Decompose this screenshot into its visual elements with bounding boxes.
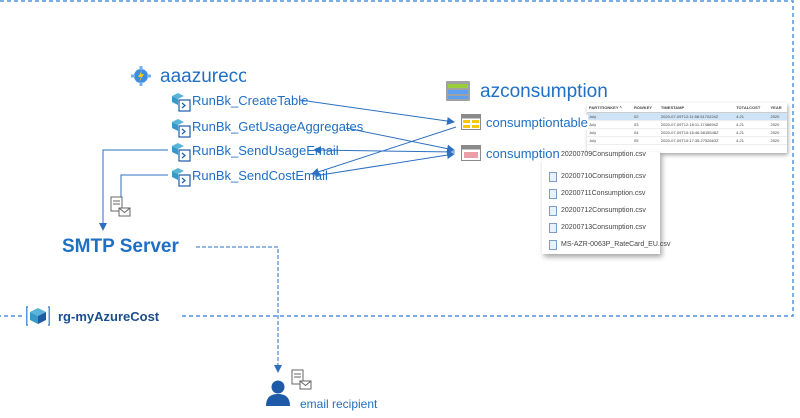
file-icon	[549, 222, 557, 233]
blob-file-list: 20200709Consumption.csv 20200710Consumpt…	[542, 149, 670, 254]
wire-getusage-to-container	[345, 127, 455, 153]
email-icon	[291, 369, 313, 396]
list-item[interactable]: 20200712Consumption.csv	[542, 202, 660, 219]
file-icon	[549, 239, 557, 250]
email-icon	[110, 196, 132, 223]
table-preview: PARTITIONKEY ^ ROWKEY TIMESTAMP TOTALCOS…	[587, 103, 787, 153]
smtp-server-label: SMTP Server	[62, 236, 179, 257]
storage-account-name: azconsumption	[480, 81, 608, 102]
runbook-get-usage-aggregates[interactable]: RunBk_GetUsageAggregates	[192, 119, 364, 134]
list-item[interactable]: 20200713Consumption.csv	[542, 219, 660, 236]
resource-group-label: rg-myAzureCost	[58, 309, 160, 324]
resource-group-boundary	[0, 0, 794, 317]
runbook-send-usage-email[interactable]: RunBk_SendUsageEmail	[192, 143, 339, 158]
list-item[interactable]: MS-AZR-0063P_RateCard_EU.csv	[542, 236, 670, 253]
table-header: PARTITIONKEY ^	[587, 103, 633, 113]
wire-container-to-sendusage	[313, 146, 456, 155]
wire-sendcost-to-smtp	[120, 174, 168, 199]
storage-container-label[interactable]: consumption	[486, 146, 560, 161]
automation-account-icon	[131, 66, 151, 91]
resource-group-icon	[26, 305, 50, 332]
table-header: ROWKEY	[632, 103, 659, 113]
table-header: TOTALCOST	[734, 103, 769, 113]
list-item[interactable]: 20200711Consumption.csv	[542, 185, 660, 202]
runbook-icon	[170, 118, 192, 143]
wire-table-to-sendcost	[311, 126, 457, 176]
file-icon	[549, 205, 557, 216]
list-item[interactable]: 20200710Consumption.csv	[542, 168, 660, 185]
runbook-icon	[170, 167, 192, 192]
runbook-icon	[170, 142, 192, 167]
table-header: YEAR	[768, 103, 787, 113]
storage-table-label[interactable]: consumptiontable	[486, 115, 588, 130]
user-icon	[265, 379, 291, 412]
blob-container-icon	[461, 145, 481, 166]
email-recipient-label: email recipient	[300, 397, 378, 411]
wire-smtp-to-recipient	[196, 246, 282, 373]
wire-sendusage-to-smtp	[99, 149, 168, 231]
wire-sendcost-to-container	[313, 151, 455, 177]
table-header: TIMESTAMP	[658, 103, 735, 113]
runbook-send-cost-email[interactable]: RunBk_SendCostEmail	[192, 168, 328, 183]
runbook-icon	[170, 92, 192, 117]
wire-createtable-to-table	[299, 99, 455, 125]
automation-account-name: aaazurecost	[160, 66, 246, 87]
file-icon	[549, 171, 557, 182]
file-icon	[549, 188, 557, 199]
table-icon	[461, 114, 481, 135]
storage-account-icon	[445, 80, 471, 107]
runbook-create-table[interactable]: RunBk_CreateTable	[192, 93, 309, 108]
